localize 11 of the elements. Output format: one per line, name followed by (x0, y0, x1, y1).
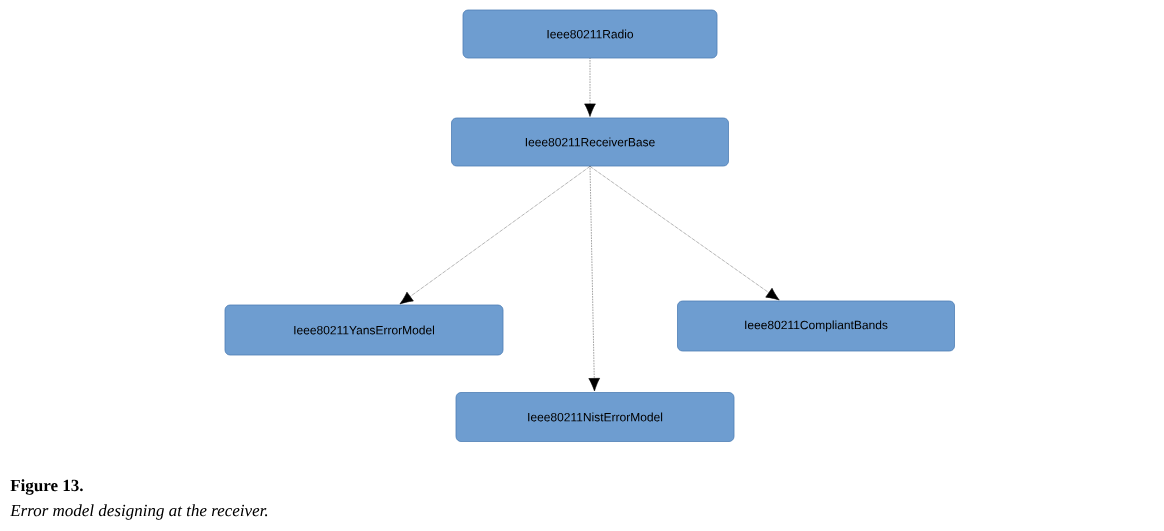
class-box: Ieee80211Radio (462, 9, 718, 59)
caption: Error model designing at the receiver. (10, 504, 268, 520)
class-box: Ieee80211ReceiverBase (451, 117, 729, 167)
arrow (589, 166, 780, 301)
class-box: Ieee80211CompliantBands (677, 300, 955, 352)
arrow (588, 166, 600, 392)
class-box: Ieee80211NistErrorModel (455, 392, 735, 442)
arrow (584, 58, 596, 117)
class-box: Ieee80211YansErrorModel (224, 304, 504, 356)
figure-number: Figure 13. (10, 479, 83, 495)
arrow (399, 166, 591, 305)
